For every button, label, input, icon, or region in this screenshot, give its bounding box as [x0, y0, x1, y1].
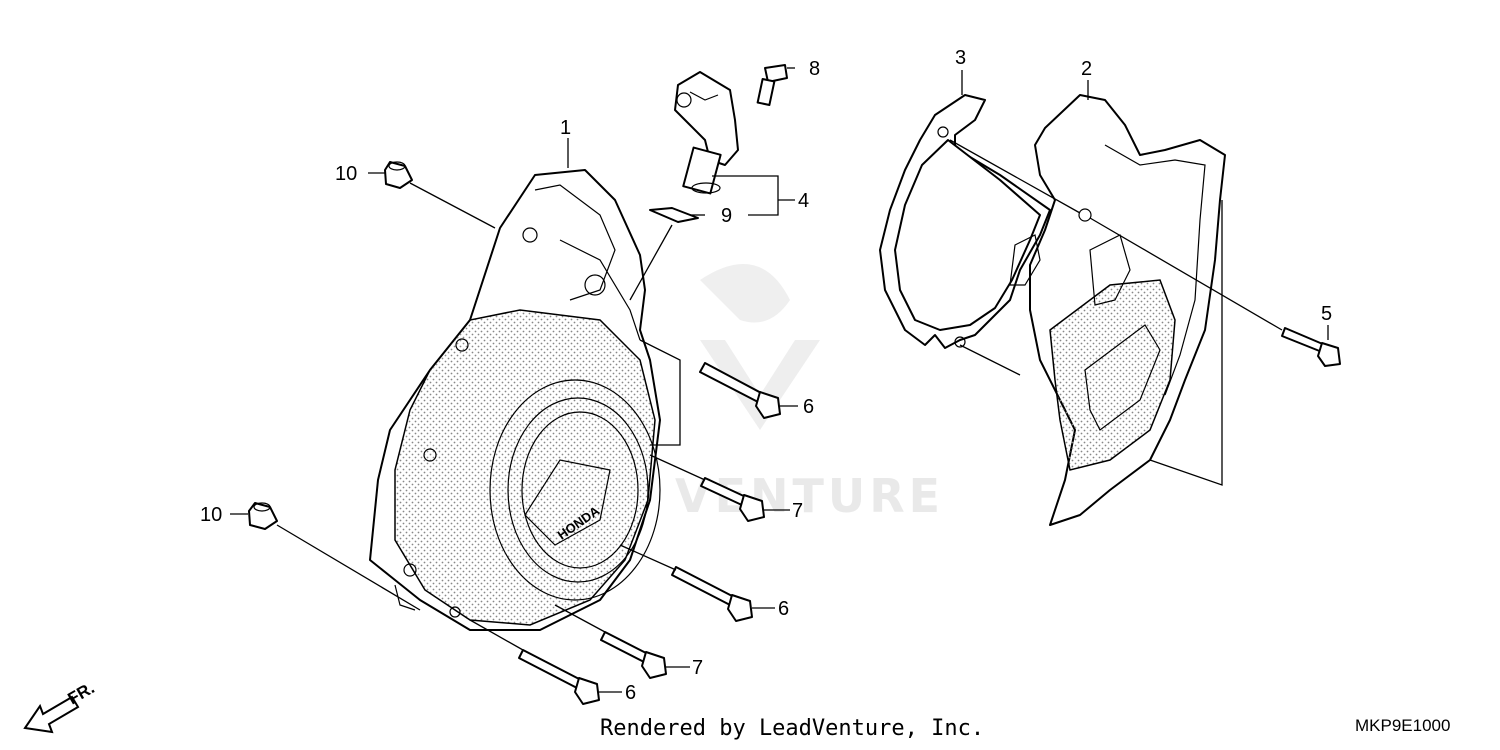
leader-lines: [230, 67, 1329, 693]
callout-4: 4: [798, 190, 809, 212]
callout-6-middle: 6: [778, 598, 789, 620]
callout-5: 5: [1321, 303, 1332, 325]
front-direction-marker: FR.: [23, 678, 98, 734]
callout-7-lower: 7: [692, 657, 703, 679]
watermark: VENTURE: [675, 264, 944, 523]
watermark-text: VENTURE: [675, 469, 944, 523]
part-10-dowel-pin-lower[interactable]: [248, 502, 278, 530]
part-8-bolt[interactable]: [756, 64, 788, 106]
front-arrow-icon: [23, 695, 80, 734]
part-5-bolt[interactable]: [1281, 327, 1341, 367]
callout-9: 9: [721, 205, 732, 227]
callout-10-lower: 10: [200, 504, 222, 526]
callout-1: 1: [560, 117, 571, 139]
callout-3: 3: [955, 47, 966, 69]
part-6-bolt-lower[interactable]: [518, 649, 600, 705]
part-9-o-ring[interactable]: [649, 207, 699, 223]
part-4-speed-sensor[interactable]: [674, 71, 739, 195]
part-6-bolt-upper[interactable]: [699, 362, 781, 419]
part-10-dowel-pin-upper[interactable]: [384, 161, 413, 189]
callout-7-upper: 7: [792, 500, 803, 522]
part-7-bolt-lower[interactable]: [600, 631, 667, 679]
callout-8: 8: [809, 58, 820, 80]
callouts: 1 2 3 4 5 6 6 6 7 7 8 9 10 10: [200, 47, 1332, 704]
callout-6-lower: 6: [625, 682, 636, 704]
callout-2: 2: [1081, 58, 1092, 80]
part-7-bolt-upper[interactable]: [700, 477, 765, 522]
part-6-bolt-middle[interactable]: [671, 566, 753, 622]
part-1-left-crankcase-cover[interactable]: HONDA: [369, 169, 661, 631]
diagram-code: MKP9E1000: [1355, 716, 1451, 735]
part-2-sprocket-cover[interactable]: [1009, 94, 1226, 526]
part-3-gasket[interactable]: [879, 94, 1051, 349]
footer-credit: Rendered by LeadVenture, Inc.: [600, 716, 985, 741]
callout-6-upper: 6: [803, 396, 814, 418]
callout-10-upper: 10: [335, 163, 357, 185]
